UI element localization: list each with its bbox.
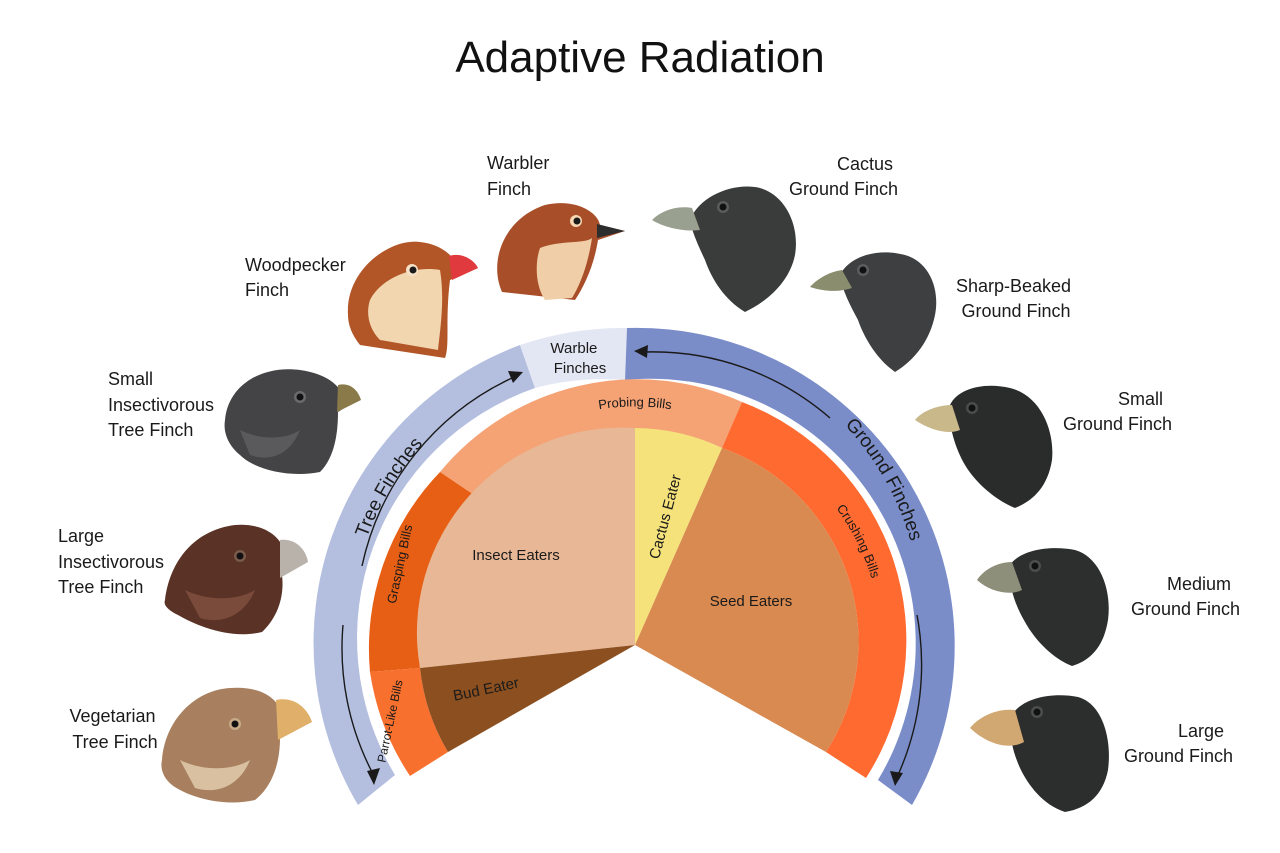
sharp-beaked-finch-icon xyxy=(810,252,937,372)
large-insectivorous-finch-label: Large Insectivorous Tree Finch xyxy=(58,526,169,597)
page-title: Adaptive Radiation xyxy=(455,33,824,82)
woodpecker-finch-icon xyxy=(347,241,478,358)
vegetarian-finch-label: Vegetarian Tree Finch xyxy=(69,706,160,752)
cactus-ground-finch-icon xyxy=(652,186,796,312)
insect-eaters-sector xyxy=(416,427,635,668)
probing-bills-label: Probing Bills xyxy=(597,394,673,412)
tree-finches-arrow-up xyxy=(361,377,513,567)
medium-ground-finch-icon xyxy=(977,548,1109,666)
warbler-finches-label: Warble Finches xyxy=(550,340,606,377)
small-insectivorous-finch-label: Small Insectivorous Tree Finch xyxy=(108,369,219,440)
arrowhead-icon xyxy=(634,345,648,358)
woodpecker-finch-label: Woodpecker Finch xyxy=(245,255,351,300)
diet-sectors: Insect Eaters Bud Eater Cactus Eater See… xyxy=(416,427,859,752)
tree-finches-band xyxy=(313,345,535,805)
large-insectivorous-finch-icon xyxy=(164,524,308,635)
probing-bills-segment xyxy=(440,379,742,499)
tree-finches-arrow-down xyxy=(341,624,373,773)
cactus-eater-sector xyxy=(635,428,722,645)
arrowhead-icon xyxy=(508,371,523,383)
seed-eaters-sector xyxy=(635,448,859,752)
cactus-ground-finch-label: Cactus Ground Finch xyxy=(789,154,898,199)
large-ground-finch-icon xyxy=(970,695,1109,812)
warbler-finch-icon xyxy=(497,203,625,300)
medium-ground-finch-label: Medium Ground Finch xyxy=(1131,574,1240,619)
large-ground-finch-label: Large Ground Finch xyxy=(1124,721,1233,766)
ground-finches-arrow-left xyxy=(644,351,831,419)
warbler-finch-label: Warbler Finch xyxy=(487,153,554,199)
ground-finches-band xyxy=(625,327,955,805)
vegetarian-finch-icon xyxy=(161,687,312,803)
arrowhead-icon xyxy=(890,771,903,786)
insect-eaters-label: Insect Eaters xyxy=(472,547,560,564)
small-ground-finch-icon xyxy=(915,385,1053,508)
parrot-bills-segment xyxy=(370,668,448,776)
arrowhead-icon xyxy=(367,768,380,785)
warbler-finches-band xyxy=(520,327,627,388)
seed-eaters-label: Seed Eaters xyxy=(710,593,793,610)
small-ground-finch-label: Small Ground Finch xyxy=(1063,389,1172,434)
small-insectivorous-finch-icon xyxy=(224,369,361,475)
crushing-bills-segment xyxy=(722,402,907,778)
ground-finches-arrow-down xyxy=(897,614,923,776)
bud-eater-sector xyxy=(420,645,635,752)
sharp-beaked-finch-label: Sharp-Beaked Ground Finch xyxy=(956,276,1076,321)
